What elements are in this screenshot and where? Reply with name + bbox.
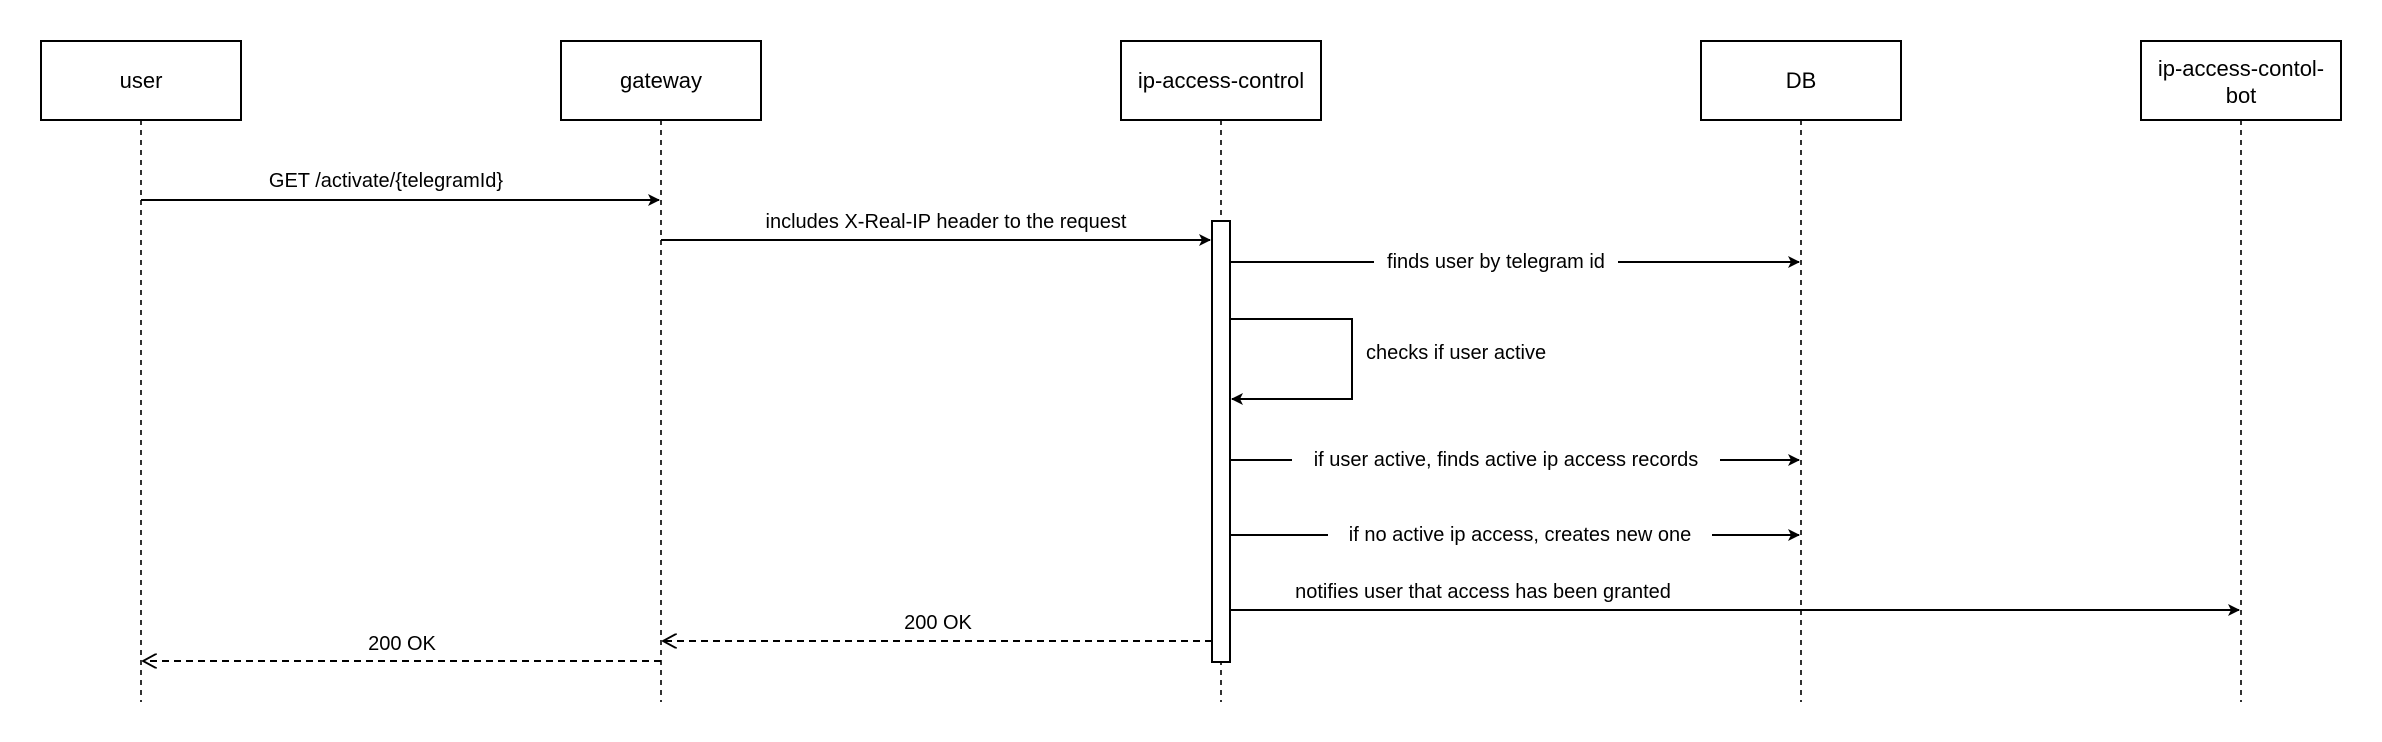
message-ok-user: 200 OK [143,633,661,661]
participant-label: DB [1786,68,1817,93]
participant-label-line-2: bot [2226,83,2257,108]
activation-bar-ipac [1211,220,1231,663]
message-label-background [1374,248,1618,274]
message-find-user: finds user by telegram id [1230,248,1800,274]
participant-box [1120,40,1322,121]
participant-db: DB [1700,40,1902,121]
message-create-record: if no active ip access, creates new one [1230,521,1800,547]
message-activate: GET /activate/{telegramId} [141,170,660,206]
participant-user: user [40,40,242,121]
message-find-records: if user active, finds active ip access r… [1230,446,1800,472]
participant-label: user [120,68,163,93]
participant-label-line-1: ip-access-contol- [2158,56,2324,81]
message-notify: notifies user that access has been grant… [1230,581,2240,616]
message-label: checks if user active [1366,342,1546,364]
message-check-active: checks if user active [1230,318,1546,405]
participant-box [40,40,242,121]
message-ok-gateway: 200 OK [663,612,1212,641]
participant-label: ip-access-control [1138,68,1304,93]
message-label: finds user by telegram id [1387,251,1605,273]
message-label: 200 OK [368,633,436,655]
message-label: 200 OK [904,612,972,634]
participant-box [560,40,762,121]
message-label: if no active ip access, creates new one [1349,524,1691,546]
message-label: if user active, finds active ip access r… [1314,449,1699,471]
participant-bot: ip-access-contol- bot [2140,40,2342,121]
message-header: includes X-Real-IP header to the request [661,211,1211,246]
lifelines [140,120,2242,702]
participant-gateway: gateway [560,40,762,121]
participant-box [2140,40,2342,121]
message-label-background [1328,521,1712,547]
message-label: notifies user that access has been grant… [1295,581,1671,603]
message-label: GET /activate/{telegramId} [269,170,504,192]
participant-ip-access-control: ip-access-control [1120,40,1322,121]
participant-label: gateway [620,68,702,93]
message-label: includes X-Real-IP header to the request [766,211,1127,233]
message-label-background [1292,446,1720,472]
participant-box [1700,40,1902,121]
self-message-arrow [1230,318,1353,405]
